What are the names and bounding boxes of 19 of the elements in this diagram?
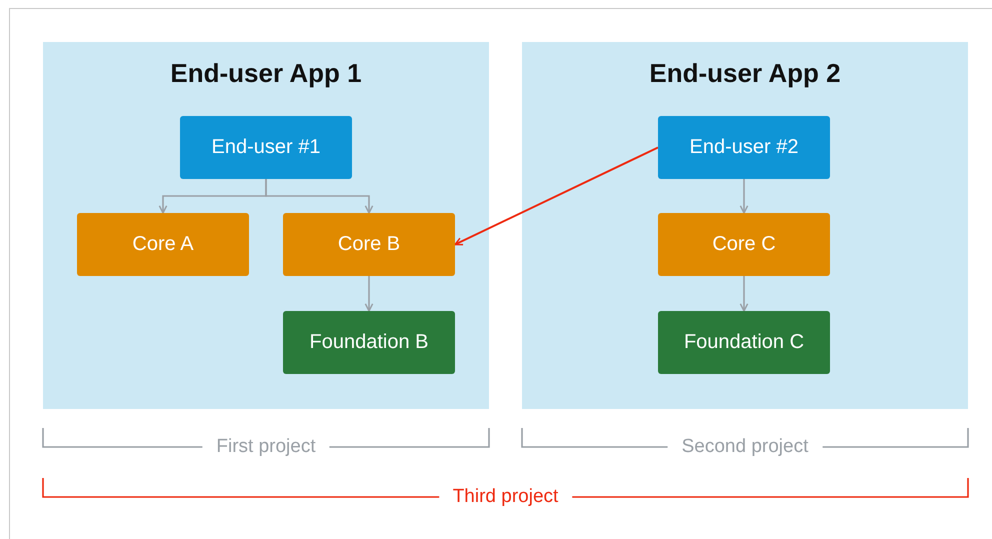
app-panel	[43, 42, 489, 409]
bracket-label: Third project	[438, 486, 572, 508]
panel-title: End-user App 2	[648, 58, 842, 89]
bracket-label: First project	[202, 436, 330, 458]
component-box: End-user #1	[180, 116, 352, 179]
app-panel	[522, 42, 968, 409]
component-box: Core C	[658, 213, 830, 276]
component-box: Foundation C	[658, 311, 830, 374]
arrow	[740, 276, 748, 312]
arrow	[454, 146, 658, 246]
panel-title: End-user App 1	[169, 58, 363, 89]
component-box: Core A	[77, 213, 249, 276]
arrow	[265, 179, 374, 214]
bracket-label: Second project	[668, 436, 822, 458]
component-box: End-user #2	[658, 116, 830, 179]
component-box: Core B	[283, 213, 455, 276]
arrow	[364, 276, 374, 312]
arrow	[740, 179, 748, 214]
component-box: Foundation B	[283, 311, 455, 374]
